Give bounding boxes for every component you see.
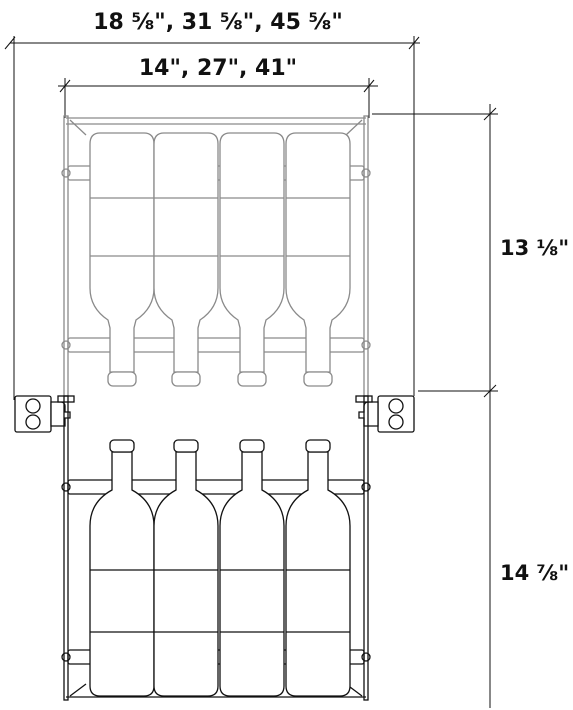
dimension-lines — [4, 36, 498, 708]
lower-bottle-lip — [239, 439, 265, 453]
lower-bottle — [285, 439, 351, 697]
lower-cap-br — [361, 652, 371, 662]
lower-cross-bar-top — [67, 479, 365, 495]
left-clip-tab — [57, 395, 75, 403]
left-clip — [14, 395, 75, 433]
left-clip-hole-bottom — [25, 414, 41, 430]
lower-bottle-lip — [173, 439, 199, 453]
upper-bottle-body — [219, 132, 285, 373]
upper-cap-bl — [61, 340, 71, 350]
upper-front-rod-left — [69, 119, 87, 136]
lower-bottle — [89, 439, 155, 697]
lower-bottles — [89, 439, 351, 697]
upper-height-label: 13 ⅛" — [500, 236, 569, 260]
lower-bottle — [219, 439, 285, 697]
lower-height-label: 14 ⅞" — [500, 561, 569, 585]
lower-bottle-body — [89, 451, 155, 697]
upper-bottle — [153, 132, 219, 387]
upper-cap-tr — [361, 168, 371, 178]
outer-width-label: 18 ⅝", 31 ⅝", 45 ⅝" — [93, 10, 343, 35]
upper-right-rail — [363, 115, 369, 399]
lower-front-rod-left — [69, 683, 87, 697]
lower-cap-tr — [361, 482, 371, 492]
upper-bottle-lip — [107, 371, 137, 387]
upper-bottle-lip — [303, 371, 333, 387]
upper-bottle-lip — [237, 371, 267, 387]
lower-cap-bl — [61, 652, 71, 662]
right-clip — [355, 395, 415, 433]
upper-cap-tl — [61, 168, 71, 178]
upper-cap-br — [361, 340, 371, 350]
upper-bottle-lip — [171, 371, 201, 387]
upper-cross-bar-bottom — [67, 337, 365, 353]
upper-bottle — [89, 132, 155, 387]
upper-left-rail — [63, 115, 69, 399]
upper-front-rod-right — [345, 119, 363, 136]
lower-right-rail — [363, 395, 369, 701]
upper-bottle-body — [89, 132, 155, 373]
lower-cap-tl — [61, 482, 71, 492]
lower-bottle-lip — [109, 439, 135, 453]
upper-bottle-body — [153, 132, 219, 373]
lower-bottle-body — [285, 451, 351, 697]
upper-bottle — [285, 132, 351, 387]
lower-left-rail — [63, 395, 69, 701]
left-clip-hook — [50, 401, 71, 427]
inner-width-label: 14", 27", 41" — [139, 56, 297, 81]
height-top-tick — [483, 107, 497, 121]
upper-bottle — [219, 132, 285, 387]
outer-width-left-tick — [4, 36, 16, 50]
right-clip-hole-bottom — [388, 414, 404, 430]
upper-bottles — [89, 132, 351, 387]
lower-bottle — [153, 439, 219, 697]
upper-bottle-body — [285, 132, 351, 373]
lower-bottle-lip — [305, 439, 331, 453]
right-clip-hole-top — [388, 398, 404, 414]
left-clip-hole-top — [25, 398, 41, 414]
height-middle-tick — [483, 384, 497, 398]
lower-bottle-body — [219, 451, 285, 697]
lower-bottle-body — [153, 451, 219, 697]
